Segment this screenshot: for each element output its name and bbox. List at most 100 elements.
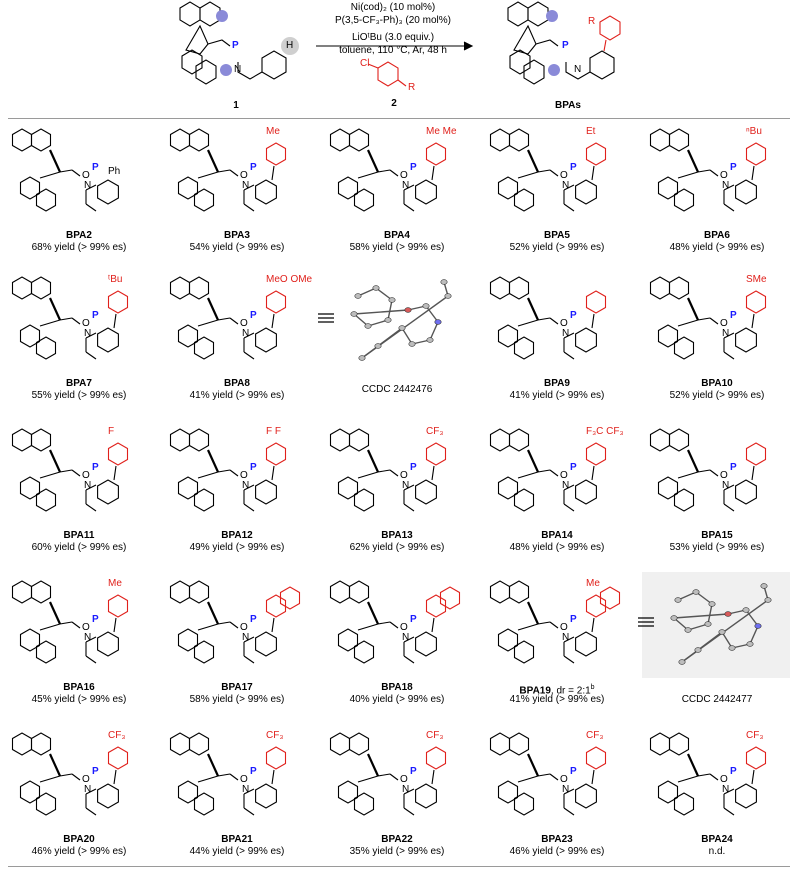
atom-r: R <box>408 82 416 93</box>
atom-ellipsoid <box>434 319 442 325</box>
atom-h: H <box>286 40 294 51</box>
substituent-label: F F <box>266 426 281 437</box>
atom-ellipsoid <box>358 355 366 361</box>
atom-n: N <box>562 480 569 491</box>
atom-o: O <box>240 170 248 181</box>
compound-name: BPA15 <box>638 530 796 542</box>
compound-yield: 41% yield (> 99% es) <box>189 390 285 401</box>
molecule-skeleton <box>169 276 277 360</box>
atom-ellipsoid <box>372 285 380 291</box>
molecule-skeleton <box>329 128 437 212</box>
compound-id: BPA8 <box>224 378 250 389</box>
atom-p: P <box>250 614 257 625</box>
compound-id: BPA21 <box>221 834 253 845</box>
aryl-substituent <box>745 142 767 181</box>
reagent-2-structure <box>367 61 407 87</box>
compound-id: BPA22 <box>381 834 413 845</box>
atom-p: P <box>92 310 99 321</box>
atom-ellipsoid <box>404 307 412 313</box>
molecule-skeleton <box>11 276 119 360</box>
atom-ellipsoid <box>422 303 430 309</box>
ccdc-number: CCDC 2442477 <box>681 694 753 705</box>
molecule-skeleton <box>329 732 437 816</box>
compound-id: BPA12 <box>221 530 253 541</box>
atom-p: P <box>730 310 737 321</box>
atom-n: N <box>84 632 91 643</box>
atom-n: N <box>242 328 249 339</box>
atom-o: O <box>400 470 408 481</box>
atom-o: O <box>82 622 90 633</box>
atom-p: P <box>410 614 417 625</box>
condition-line-2: P(3,5-CF₃-Ph)₃ (20 mol%) <box>335 15 451 26</box>
molecule-skeleton <box>11 580 119 664</box>
substituent-label: Me <box>586 578 600 589</box>
compound-name: BPA16 <box>0 682 158 694</box>
reactant-1-structure <box>179 1 287 85</box>
aryl-substituent <box>265 290 287 329</box>
compound-name: BPA3 <box>158 230 316 242</box>
atom-o: O <box>560 774 568 785</box>
atom-cl: Cl <box>360 58 370 69</box>
compound-yield: 58% yield (> 99% es) <box>189 694 285 705</box>
atom-n: N <box>722 328 729 339</box>
atom-ellipsoid <box>674 597 682 603</box>
atom-ellipsoid <box>728 645 736 651</box>
compound-id: BPA20 <box>63 834 95 845</box>
compound-yield: 62% yield (> 99% es) <box>349 542 445 553</box>
atom-ellipsoid <box>444 293 452 299</box>
atom-n: N <box>562 328 569 339</box>
aryl-substituent <box>265 746 287 785</box>
atom-ellipsoid <box>354 293 362 299</box>
atom-r: R <box>588 16 596 27</box>
aryl-substituent <box>585 746 607 785</box>
compound-yield: 55% yield (> 99% es) <box>31 390 127 401</box>
molecule-skeleton <box>169 128 277 212</box>
atom-o: O <box>400 170 408 181</box>
compound-id: BPA16 <box>63 682 95 693</box>
compound-name: BPA5 <box>478 230 636 242</box>
ortep-drawing <box>636 572 790 678</box>
compound-id: BPA10 <box>701 378 733 389</box>
atom-n: N <box>562 784 569 795</box>
atom-ellipsoid <box>384 317 392 323</box>
atom-ellipsoid <box>388 297 396 303</box>
atom-o: O <box>240 774 248 785</box>
substituent-label: Me <box>108 578 122 589</box>
atom-p: P <box>570 310 577 321</box>
scheme-drawing <box>179 1 621 87</box>
aryl-substituent <box>107 290 129 329</box>
diastereomer-ratio: , dr = 2:1 <box>550 685 591 697</box>
atom-p: P <box>410 462 417 473</box>
compound-name: BPA23 <box>478 834 636 846</box>
compound-yield: 49% yield (> 99% es) <box>189 542 285 553</box>
substituent-label: MeO OMe <box>266 274 313 285</box>
molecule-skeleton <box>329 580 437 664</box>
substituent-label: Me Me <box>426 126 457 137</box>
compound-id: BPA24 <box>701 834 733 845</box>
compound-yield: 35% yield (> 99% es) <box>349 846 445 857</box>
aryl-substituent <box>265 142 287 181</box>
compound-id: BPA2 <box>66 230 92 241</box>
atom-ellipsoid <box>398 325 406 331</box>
